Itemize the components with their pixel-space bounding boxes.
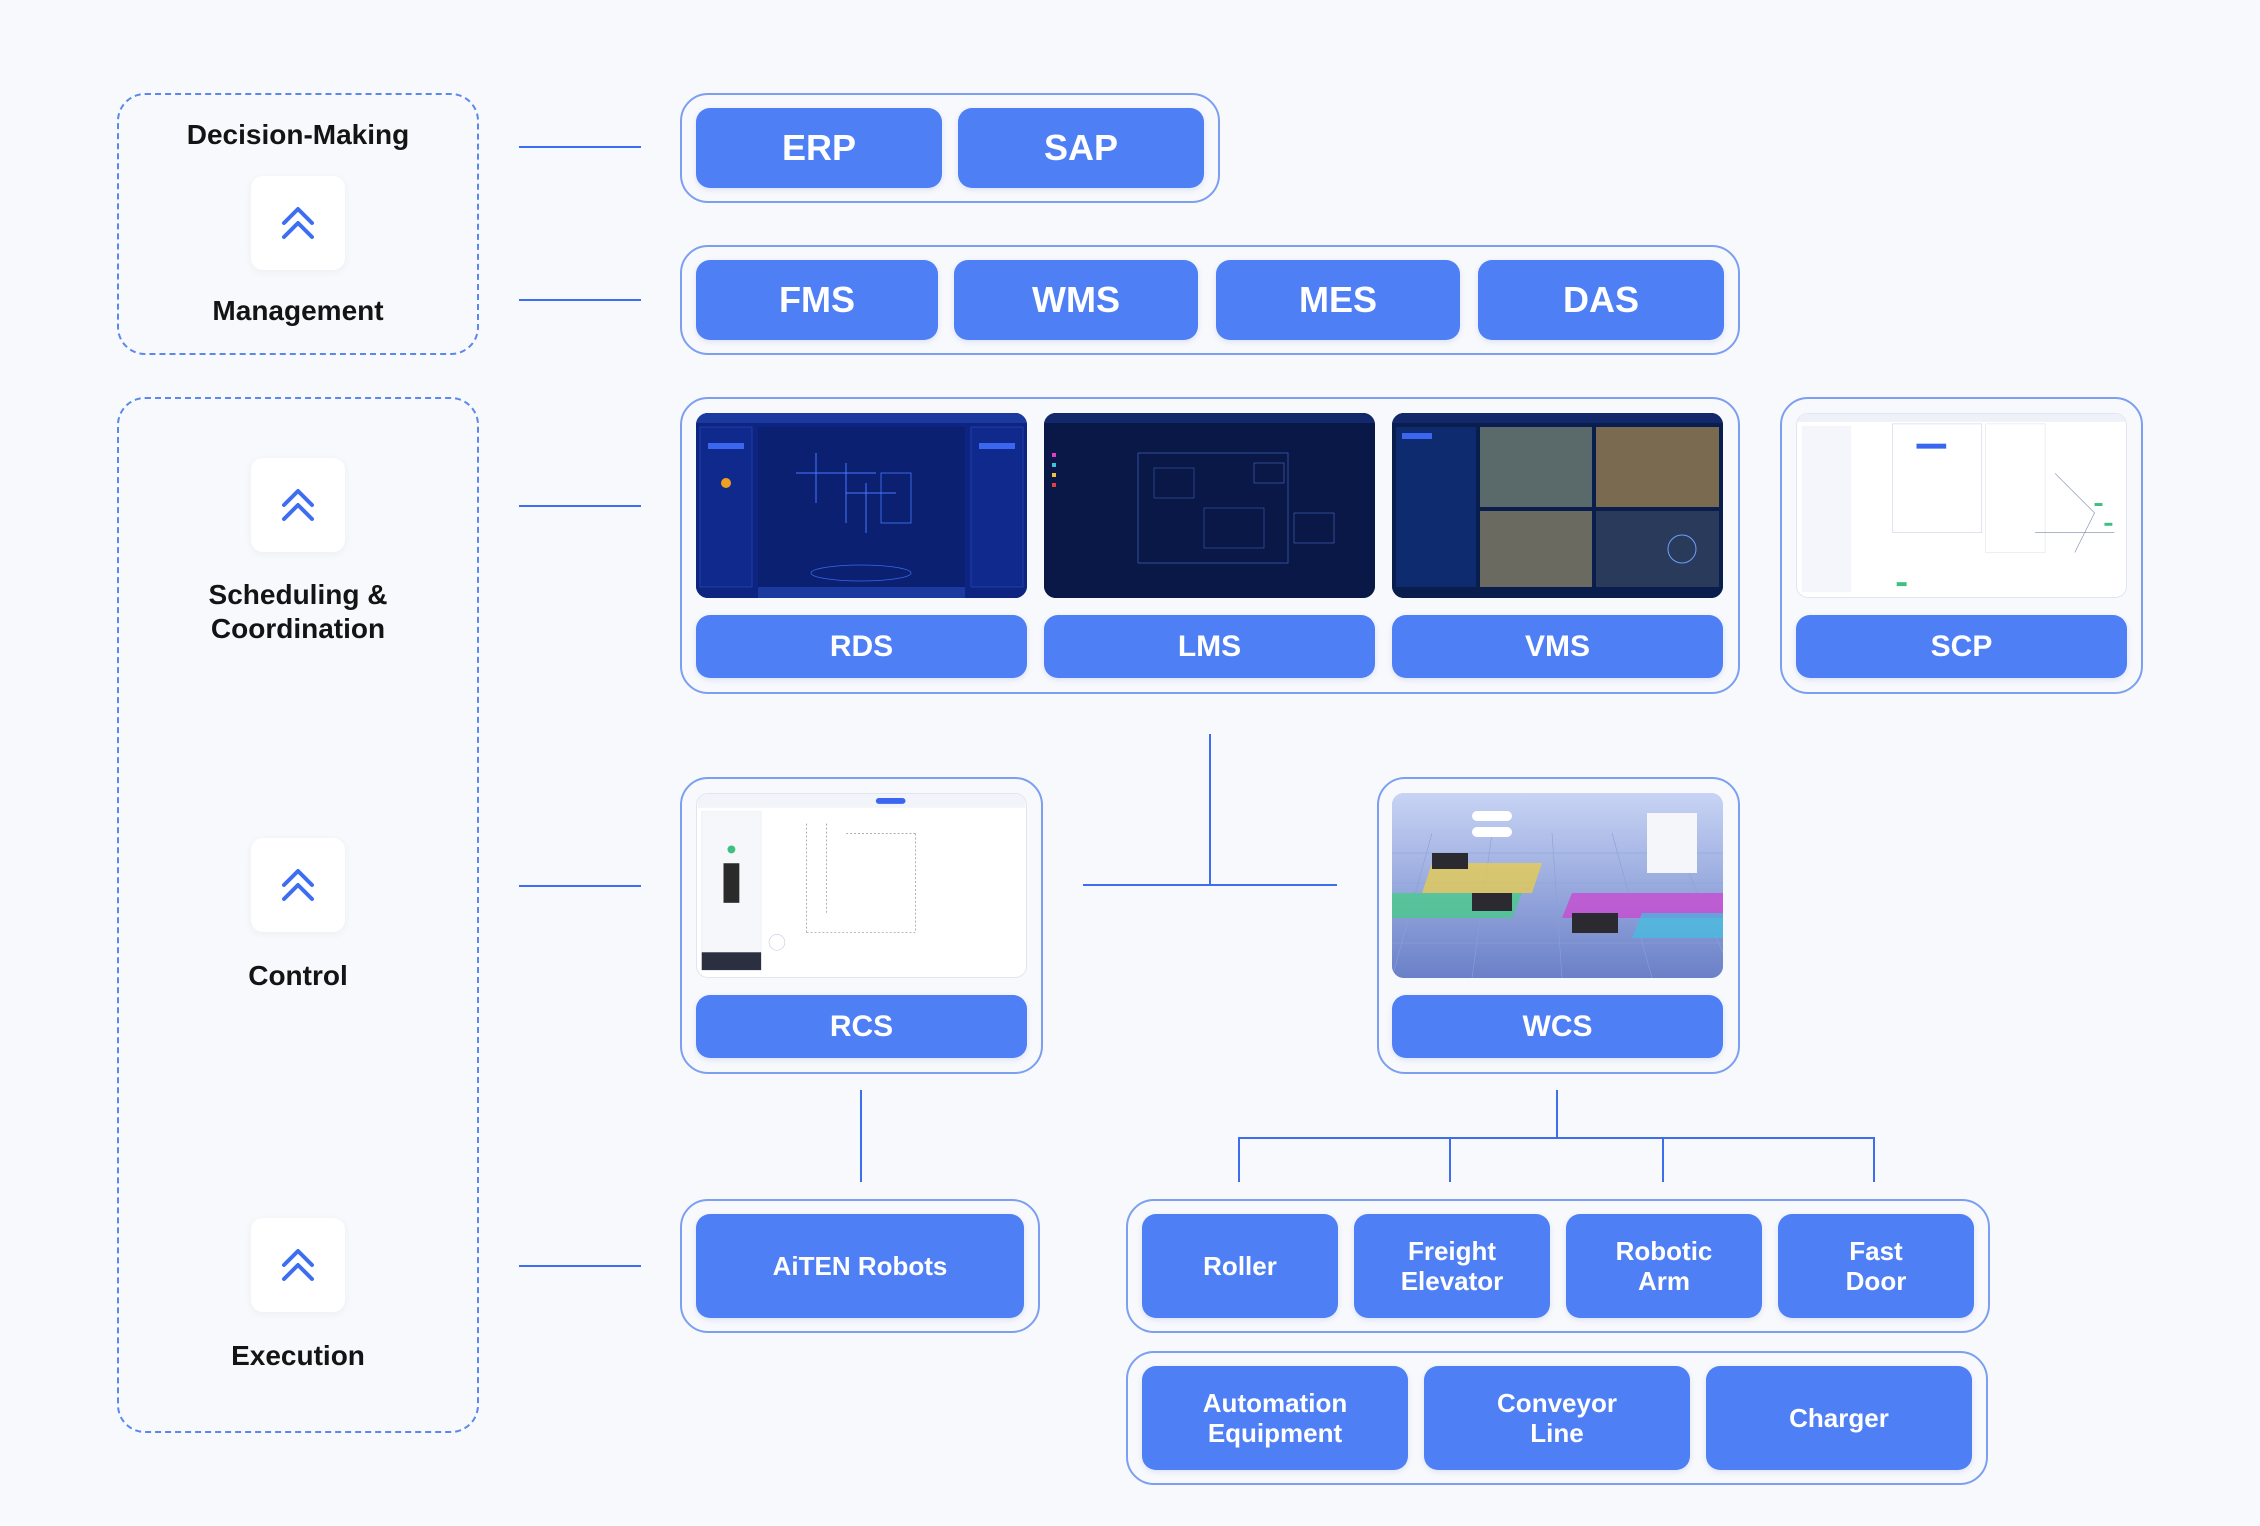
connector-line bbox=[519, 146, 641, 148]
layer-label-scheduling: Scheduling & Coordination bbox=[208, 579, 388, 644]
connector-line bbox=[1209, 734, 1211, 885]
das-button[interactable]: DAS bbox=[1478, 260, 1724, 340]
connector-line bbox=[1238, 1137, 1240, 1182]
double-chevron-up-icon bbox=[251, 838, 345, 932]
rds-screenshot bbox=[696, 413, 1027, 598]
lms-screenshot bbox=[1044, 413, 1375, 598]
connector-line bbox=[519, 505, 641, 507]
layer-label-execution: Execution bbox=[231, 1340, 365, 1371]
aiten-robots-button[interactable]: AiTEN Robots bbox=[696, 1214, 1024, 1318]
upper-layer-group bbox=[117, 93, 479, 355]
robotic-arm-button[interactable]: Robotic Arm bbox=[1566, 1214, 1762, 1318]
freight-elevator-button[interactable]: Freight Elevator bbox=[1354, 1214, 1550, 1318]
connector-line bbox=[1662, 1137, 1664, 1182]
double-chevron-up-icon bbox=[251, 176, 345, 270]
layer-label-control: Control bbox=[248, 960, 348, 991]
wcs-button[interactable]: WCS bbox=[1392, 995, 1723, 1058]
double-chevron-up-icon bbox=[251, 458, 345, 552]
connector-line bbox=[1238, 1137, 1875, 1139]
conveyor-line-button[interactable]: Conveyor Line bbox=[1424, 1366, 1690, 1470]
rcs-screenshot bbox=[696, 793, 1027, 978]
roller-button[interactable]: Roller bbox=[1142, 1214, 1338, 1318]
sap-button[interactable]: SAP bbox=[958, 108, 1204, 188]
layer-label-decision: Decision-Making bbox=[186, 119, 410, 150]
charger-button[interactable]: Charger bbox=[1706, 1366, 1972, 1470]
connector-line bbox=[1449, 1137, 1451, 1182]
vms-screenshot bbox=[1392, 413, 1723, 598]
connector-line bbox=[519, 1265, 641, 1267]
scp-button[interactable]: SCP bbox=[1796, 615, 2127, 678]
connector-line bbox=[1556, 1090, 1558, 1138]
connector-line bbox=[519, 299, 641, 301]
scp-screenshot bbox=[1796, 413, 2127, 598]
wcs-screenshot bbox=[1392, 793, 1723, 978]
rcs-button[interactable]: RCS bbox=[696, 995, 1027, 1058]
automation-equipment-button[interactable]: Automation Equipment bbox=[1142, 1366, 1408, 1470]
lower-layer-group bbox=[117, 397, 479, 1433]
erp-button[interactable]: ERP bbox=[696, 108, 942, 188]
fast-door-button[interactable]: Fast Door bbox=[1778, 1214, 1974, 1318]
rds-button[interactable]: RDS bbox=[696, 615, 1027, 678]
connector-line bbox=[519, 885, 641, 887]
double-chevron-up-icon bbox=[251, 1218, 345, 1312]
wms-button[interactable]: WMS bbox=[954, 260, 1198, 340]
vms-button[interactable]: VMS bbox=[1392, 615, 1723, 678]
connector-line bbox=[860, 1090, 862, 1182]
layer-label-management: Management bbox=[212, 295, 384, 326]
mes-button[interactable]: MES bbox=[1216, 260, 1460, 340]
lms-button[interactable]: LMS bbox=[1044, 615, 1375, 678]
fms-button[interactable]: FMS bbox=[696, 260, 938, 340]
connector-line bbox=[1083, 884, 1337, 886]
connector-line bbox=[1873, 1137, 1875, 1182]
